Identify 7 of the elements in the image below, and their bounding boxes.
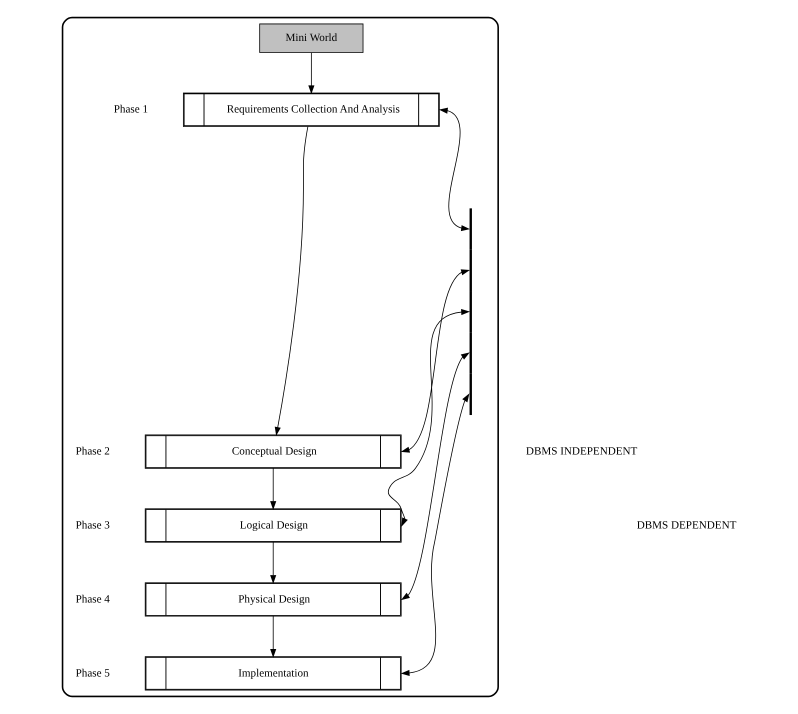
node-label: Phase 5 [76, 667, 110, 680]
label: DBMS INDEPENDENT [526, 446, 638, 458]
label: DBMS DEPENDENT [636, 519, 736, 532]
node-label: Phase 3 [76, 519, 110, 532]
node-label: Phase 2 [76, 446, 110, 458]
node-label: Phase 1 [114, 104, 148, 116]
node-label: Phase 4 [76, 593, 110, 606]
